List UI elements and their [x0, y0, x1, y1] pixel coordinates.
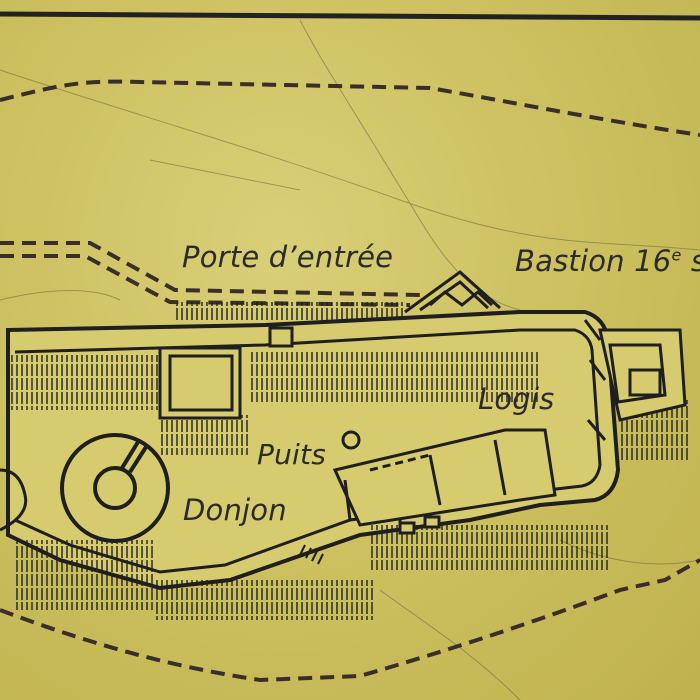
dashed-path-top	[0, 79, 700, 137]
label-bastion-text: Bastion 16	[515, 244, 672, 278]
label-bastion: Bastion 16e s	[515, 244, 700, 278]
donjon-keep	[60, 433, 170, 543]
label-porte-entree: Porte d’entrée	[182, 240, 394, 274]
dashed-path-bottom	[0, 558, 700, 683]
stairs-marks	[299, 544, 324, 565]
dashed-paths	[0, 79, 700, 683]
escarpment-hatching	[10, 302, 690, 620]
north-tower	[158, 326, 294, 420]
label-donjon: Donjon	[183, 493, 287, 527]
entrance-gate	[404, 270, 502, 314]
label-bastion-superscript: e	[671, 245, 682, 265]
dashed-path-entrance-upper	[0, 241, 421, 297]
terrain-lines	[0, 19, 700, 700]
label-puits: Puits	[257, 438, 326, 471]
logis-buildings	[332, 428, 557, 535]
west-spur	[0, 468, 28, 532]
well-symbol	[341, 430, 361, 450]
dashed-path-entrance-lower	[0, 254, 411, 307]
sign-top-edge	[0, 11, 700, 21]
east-bastion	[583, 319, 687, 441]
label-logis: Logis	[478, 382, 555, 416]
label-bastion-tail: s	[682, 244, 700, 278]
